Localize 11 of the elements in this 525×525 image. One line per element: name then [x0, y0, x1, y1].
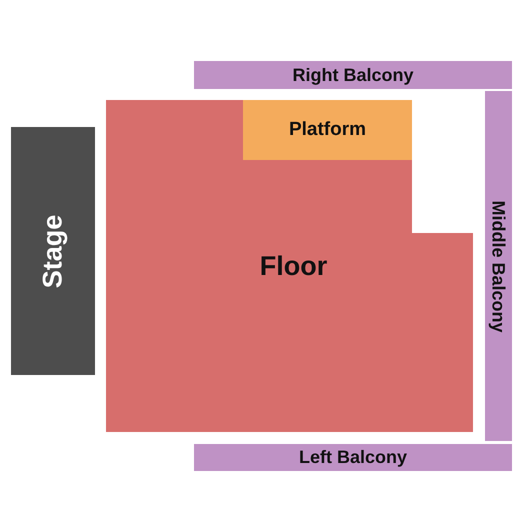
platform-section	[243, 100, 412, 160]
stage-block	[11, 127, 95, 375]
balcony-section	[194, 444, 512, 471]
section-label: Middle Balcony	[488, 200, 509, 332]
section-label: Stage	[38, 214, 68, 288]
section-label: Right Balcony	[292, 64, 414, 86]
section-label: Platform	[288, 119, 366, 141]
section-label: Floor	[260, 250, 328, 282]
balcony-section	[485, 91, 512, 441]
section-label: Left Balcony	[298, 447, 408, 468]
balcony-section	[194, 61, 512, 89]
